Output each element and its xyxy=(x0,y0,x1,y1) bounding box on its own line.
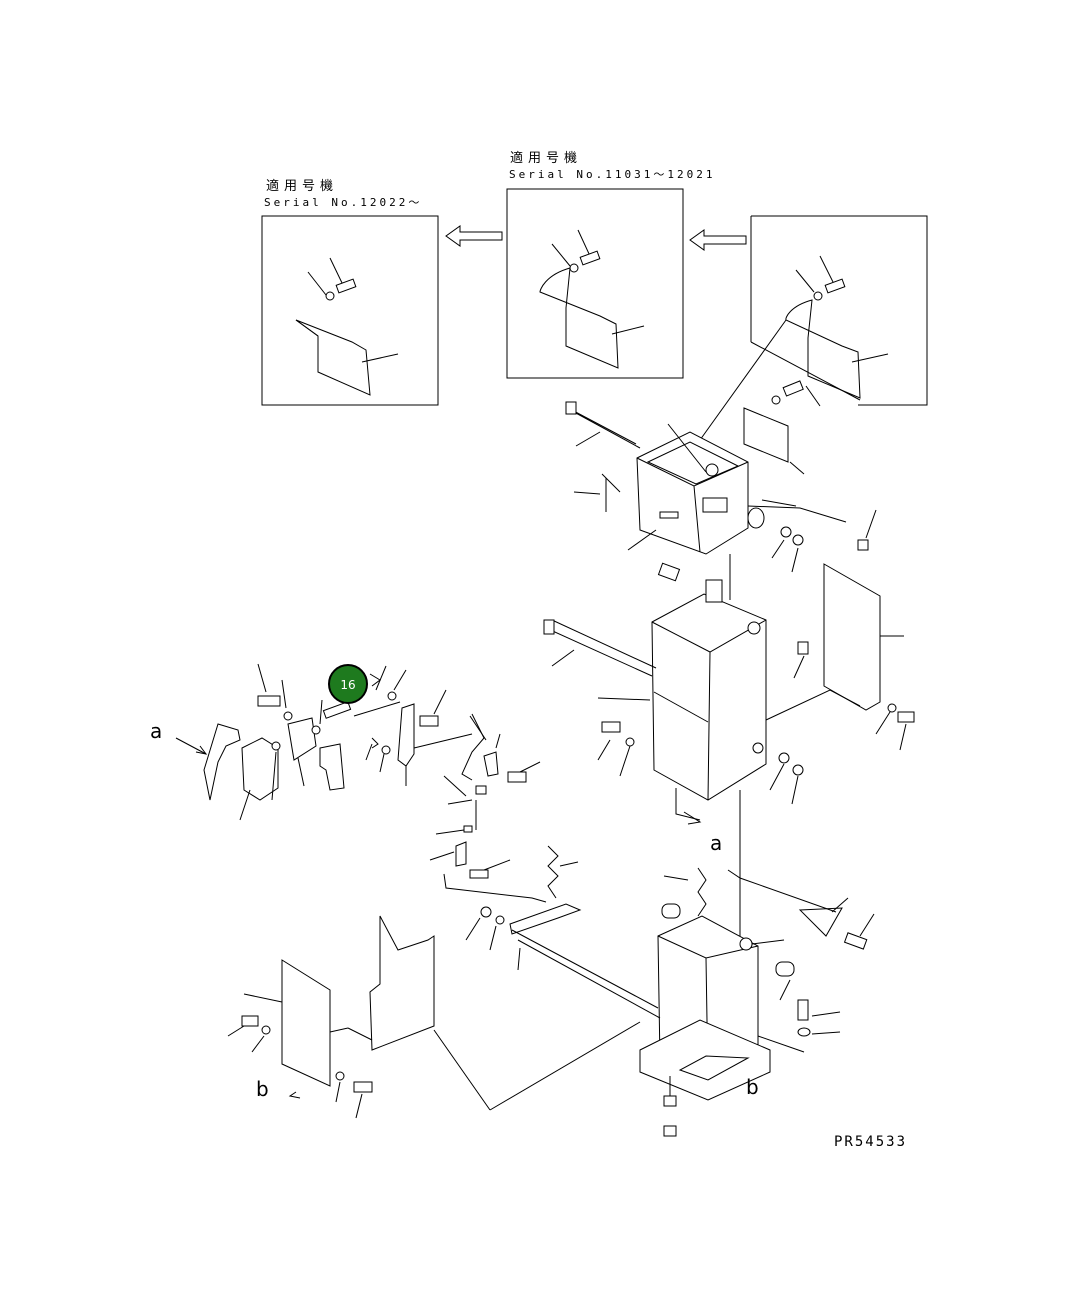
arrow-left-2 xyxy=(689,229,747,251)
view-marker-b-left: b xyxy=(256,1077,269,1101)
view-marker-a-left: a xyxy=(150,719,162,743)
callout-badge-number: 16 xyxy=(340,678,355,692)
upper-lever-box xyxy=(565,319,877,573)
middle-housing xyxy=(543,554,915,1000)
lower-base-assembly xyxy=(227,825,875,1137)
left-link-assembly xyxy=(175,663,541,830)
arrow-left-1 xyxy=(445,225,503,247)
inset-current xyxy=(750,215,928,406)
callout-badge-16[interactable]: 16 xyxy=(328,664,368,704)
inset-middle-title: 適用号機 xyxy=(510,150,582,166)
inset-serial-12022: 適用号機 Serial No.12022～ xyxy=(261,178,439,406)
inset-serial-11031-12021: 適用号機 Serial No.11031～12021 xyxy=(506,150,715,379)
inset-middle-serial: Serial No.11031～12021 xyxy=(509,168,715,181)
inset-left-serial: Serial No.12022～ xyxy=(264,196,422,209)
view-marker-b-right: b xyxy=(746,1075,759,1099)
inset-left-title: 適用号機 xyxy=(266,178,338,194)
view-marker-a-right: a xyxy=(710,831,722,855)
drawing-code: PR54533 xyxy=(834,1134,907,1150)
